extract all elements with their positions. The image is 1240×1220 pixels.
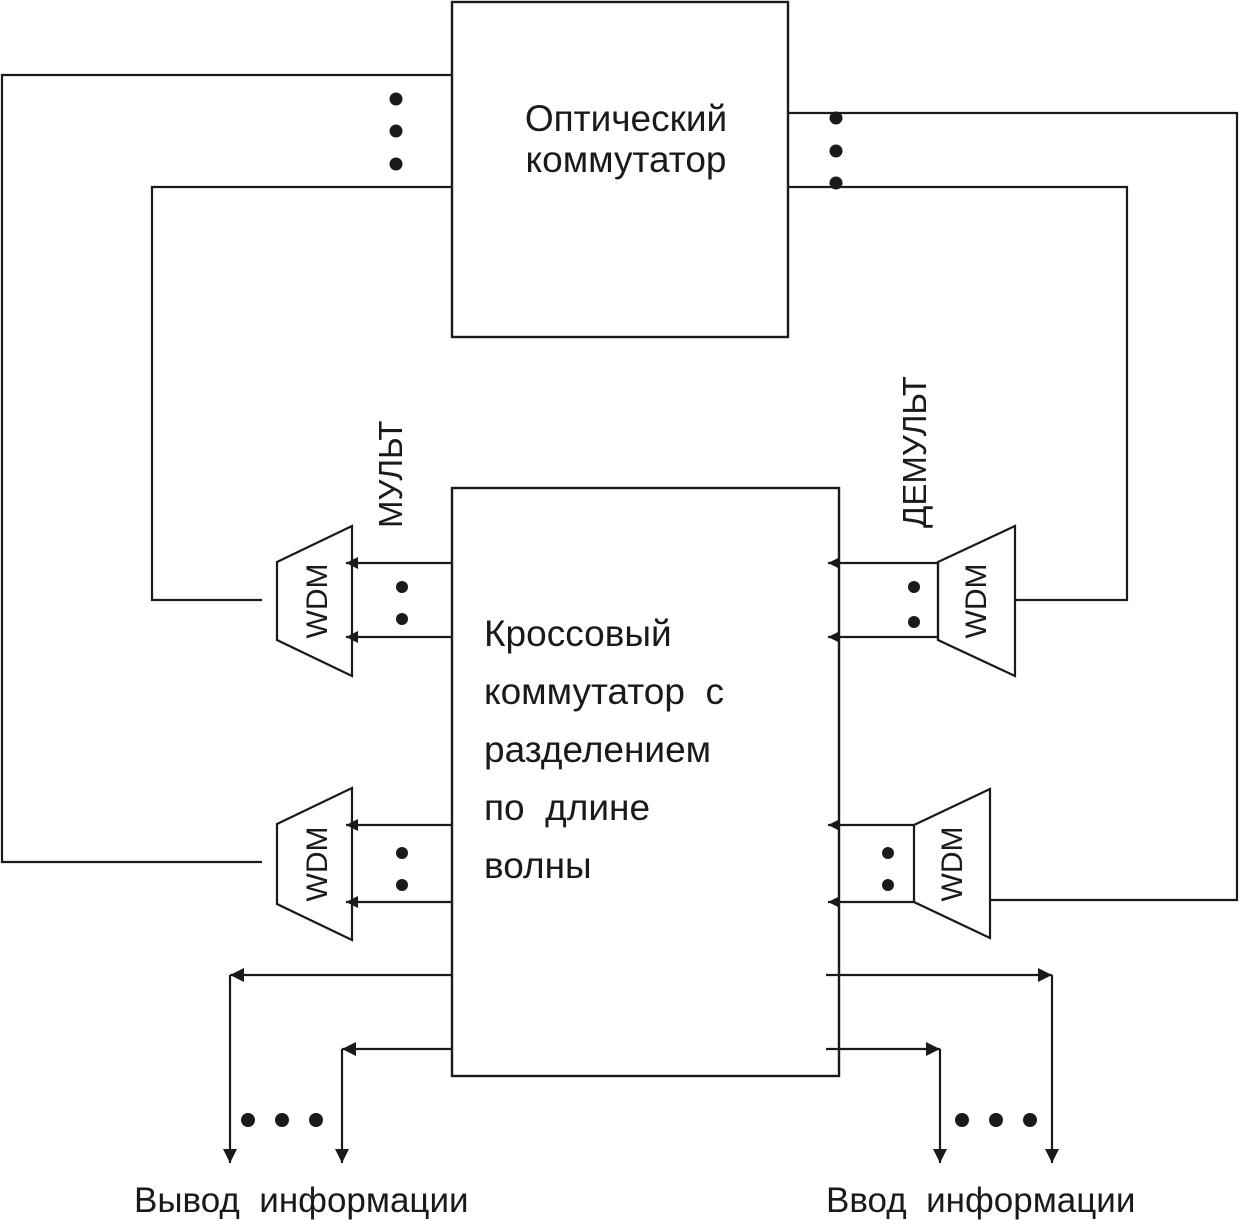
mux-arrows: [346, 557, 452, 908]
demux-upper-label: WDM: [960, 564, 993, 639]
demux-arrows: [828, 557, 938, 908]
input-lines: [826, 968, 1059, 1163]
output-dots: [241, 1113, 323, 1127]
fiber-loops: [0, 73, 1239, 902]
cross-switch-label-3: разделением: [484, 729, 711, 770]
demux-upper: WDM: [936, 524, 1017, 678]
cross-switch-label-4: по длине: [484, 787, 650, 828]
loop-left-outer: [0, 73, 452, 864]
loop-right-inner: [788, 185, 1129, 602]
mux-caption: МУЛЬТ: [372, 420, 409, 528]
demux-caption: ДЕМУЛЬТ: [896, 376, 933, 528]
loop-left-inner: [150, 185, 452, 602]
loop-right-outer: [788, 111, 1239, 902]
cross-switch-label-1: Кроссовый: [484, 613, 672, 654]
cross-switch-label-5: волны: [484, 845, 592, 886]
mux-dots: [396, 581, 408, 891]
mux-upper: WDM: [275, 524, 354, 678]
mux-lower: WDM: [275, 786, 354, 942]
optical-right-dots: [829, 111, 843, 190]
optical-switch-label-1: Оптический: [525, 98, 727, 139]
input-dots: [955, 1113, 1037, 1127]
cross-switch: Кроссовый коммутатор с разделением по дл…: [450, 486, 841, 1078]
demux-lower-label: WDM: [936, 827, 969, 902]
output-lines: [223, 968, 452, 1163]
input-caption: Ввод информации: [826, 1181, 1135, 1220]
demux-dots: [882, 581, 920, 891]
demux-lower: WDM: [912, 787, 992, 940]
optical-left-dots: [389, 92, 403, 171]
optical-switch-label-2: коммутатор: [526, 139, 727, 180]
optical-switch: Оптический коммутатор: [450, 0, 790, 339]
output-caption: Вывод информации: [134, 1181, 469, 1220]
mux-lower-label: WDM: [301, 827, 334, 902]
mux-upper-label: WDM: [301, 564, 334, 639]
cross-switch-label-2: коммутатор с: [484, 671, 724, 712]
